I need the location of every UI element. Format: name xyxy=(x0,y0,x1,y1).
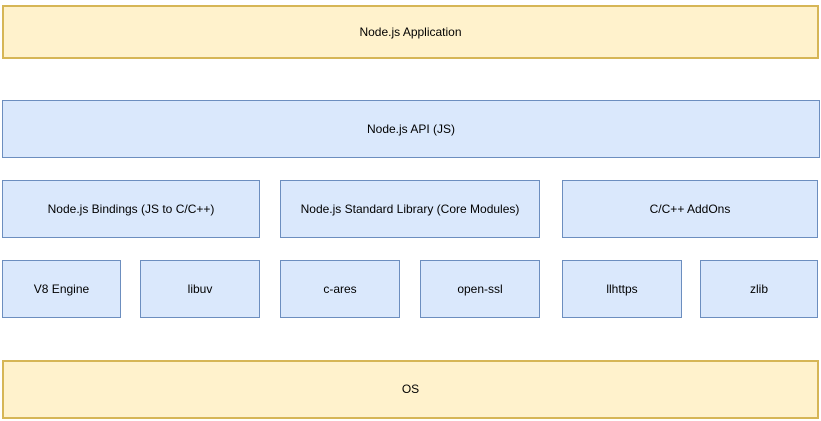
layer-label: Node.js Bindings (JS to C/C++) xyxy=(47,201,215,216)
layer-nodejs-standard-library: Node.js Standard Library (Core Modules) xyxy=(280,180,540,238)
component-open-ssl: open-ssl xyxy=(420,260,540,318)
layer-label: Node.js API (JS) xyxy=(366,121,456,136)
component-c-ares: c-ares xyxy=(280,260,400,318)
component-libuv: libuv xyxy=(140,260,260,318)
component-label: c-ares xyxy=(323,281,357,296)
component-zlib: zlib xyxy=(700,260,818,318)
component-v8-engine: V8 Engine xyxy=(2,260,121,318)
layer-os: OS xyxy=(2,360,819,419)
layer-label: Node.js Application xyxy=(359,24,462,39)
layer-cpp-addons: C/C++ AddOns xyxy=(562,180,818,238)
component-llhttps: llhttps xyxy=(562,260,682,318)
component-label: open-ssl xyxy=(457,281,503,296)
layer-nodejs-bindings: Node.js Bindings (JS to C/C++) xyxy=(2,180,260,238)
layer-label: C/C++ AddOns xyxy=(649,201,731,216)
layer-nodejs-api: Node.js API (JS) xyxy=(2,100,820,158)
component-label: llhttps xyxy=(606,281,638,296)
component-label: V8 Engine xyxy=(33,281,90,296)
layer-nodejs-application: Node.js Application xyxy=(2,5,819,59)
component-label: libuv xyxy=(187,281,213,296)
layer-label: Node.js Standard Library (Core Modules) xyxy=(300,201,520,216)
component-label: zlib xyxy=(749,281,768,296)
layer-label: OS xyxy=(401,382,420,397)
